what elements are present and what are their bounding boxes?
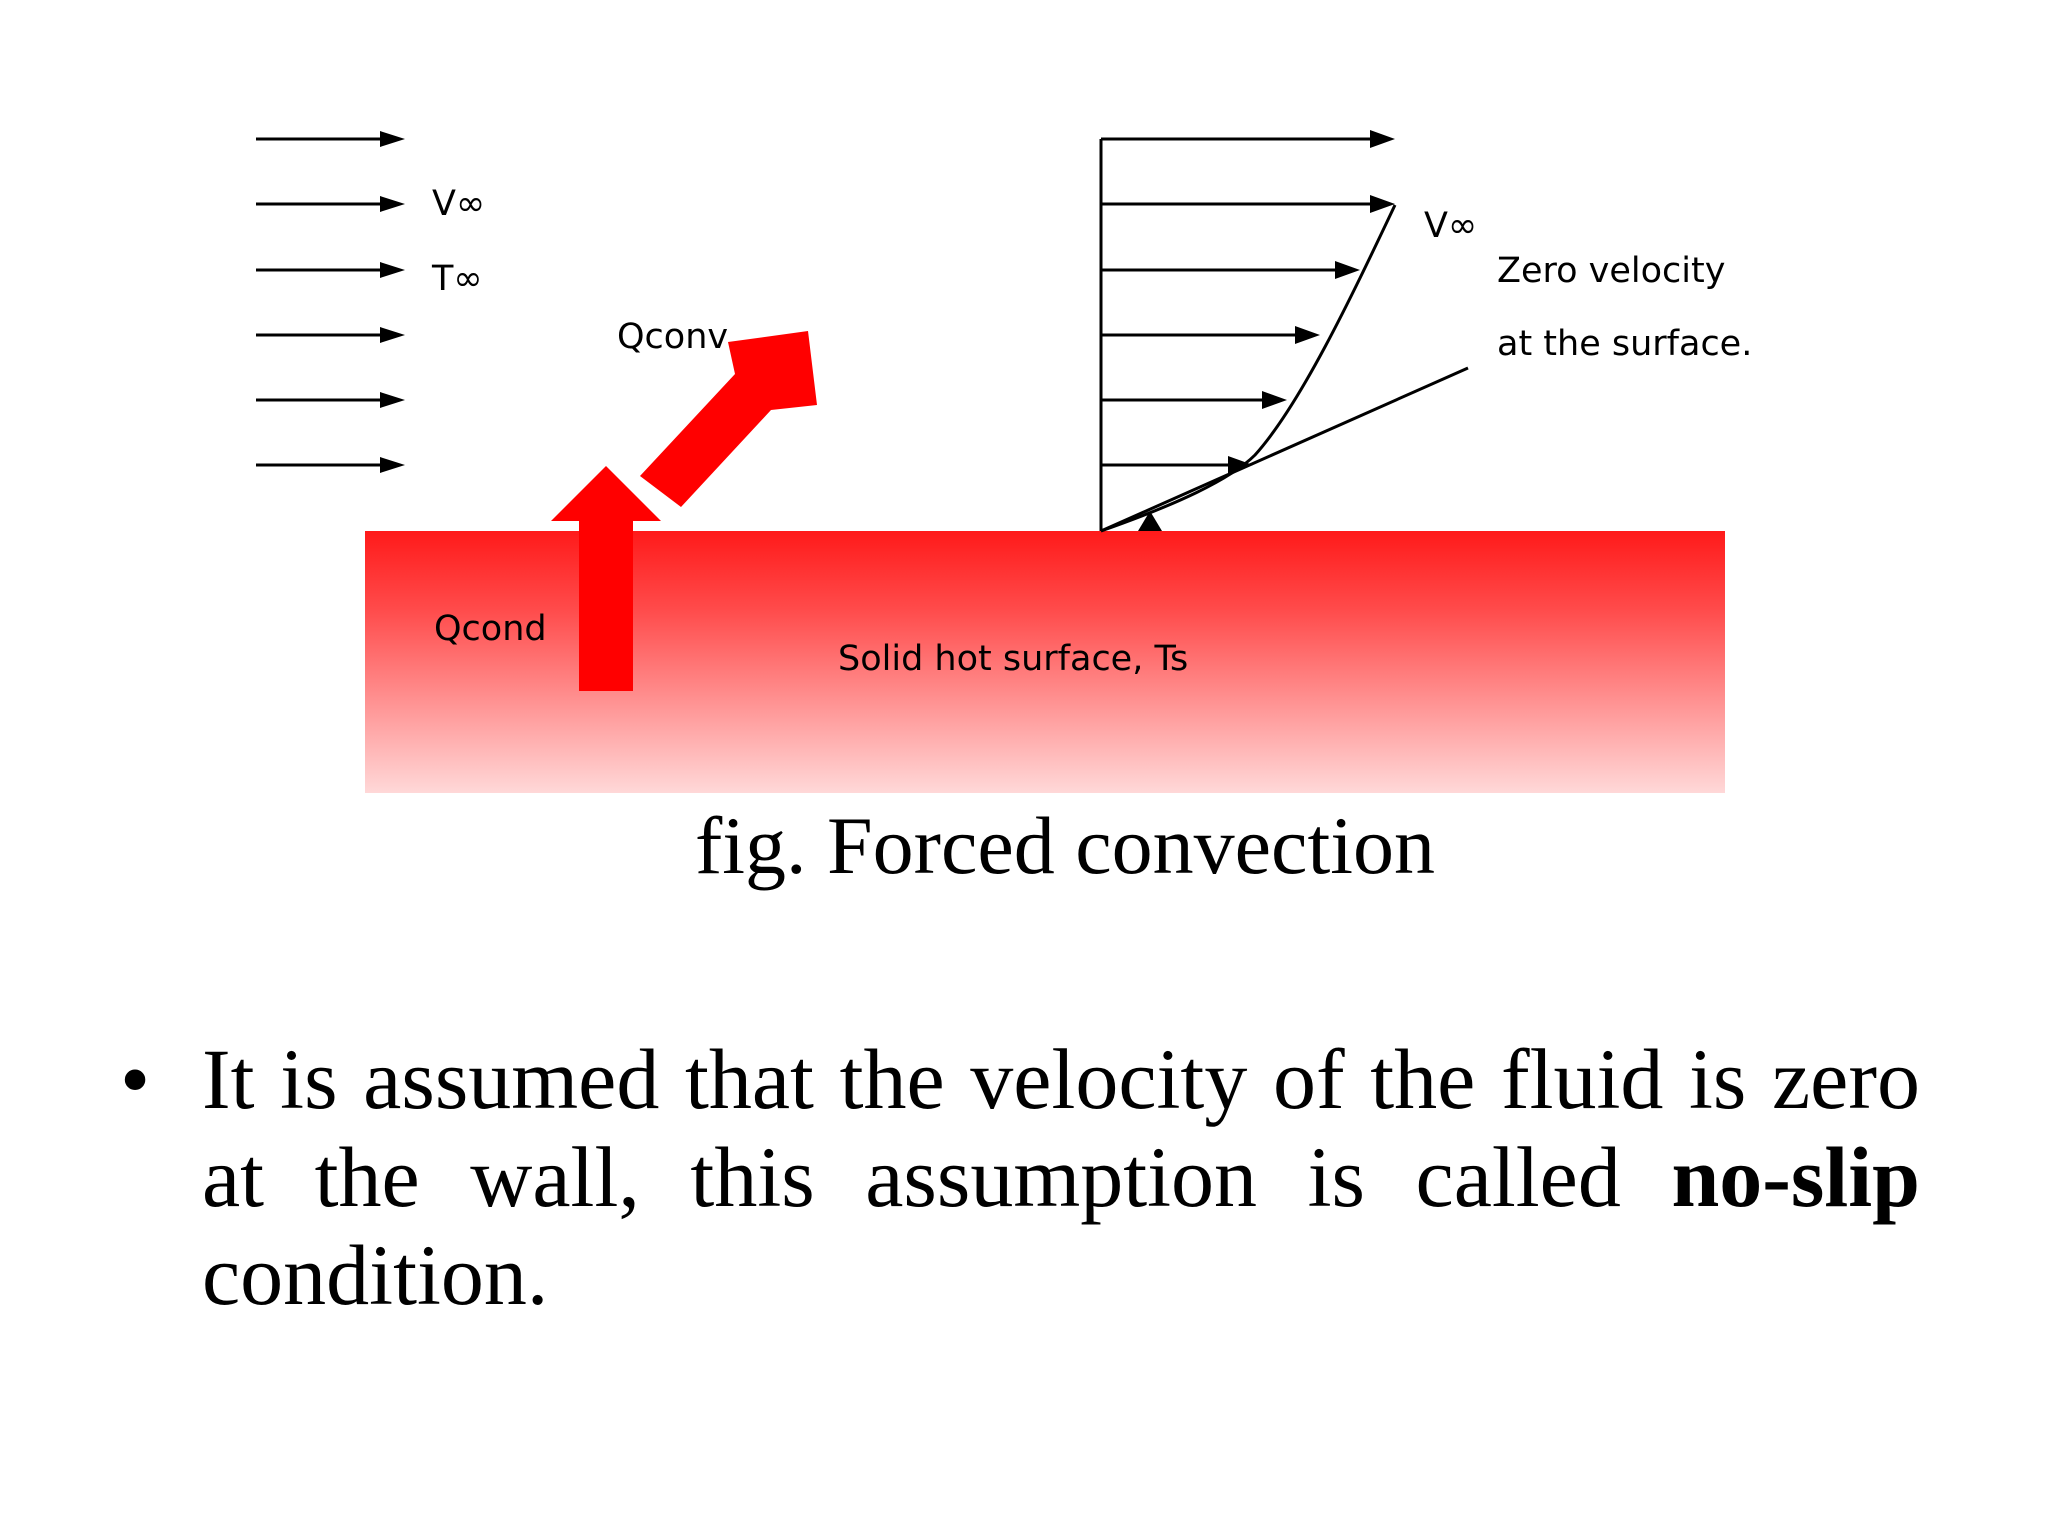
bullet-text-part1: It is assumed that the velocity of the f… — [202, 1031, 1920, 1225]
bullet-point: • It is assumed that the velocity of the… — [120, 1030, 1920, 1324]
label-q-conv: Qconv — [617, 317, 728, 357]
bullet-dot: • — [120, 1031, 151, 1127]
conduction-arrow — [551, 466, 661, 691]
bullet-text-part2: condition. — [202, 1227, 549, 1323]
label-v-inf-right: V∞ — [1424, 206, 1477, 246]
convection-arrow — [640, 331, 817, 507]
bullet-bold-term: no-slip — [1671, 1129, 1920, 1225]
bullet-text: It is assumed that the velocity of the f… — [202, 1030, 1920, 1324]
velocity-profile-arrowheads — [1138, 130, 1395, 531]
label-surface: Solid hot surface, Ts — [838, 639, 1188, 679]
figure-caption: fig. Forced convection — [694, 800, 1436, 891]
label-v-inf-left: V∞ — [432, 184, 485, 224]
free-stream-arrows — [256, 131, 405, 473]
velocity-profile — [1099, 137, 1469, 533]
label-q-cond: Qcond — [434, 609, 547, 649]
label-zero-velocity-line2: at the surface. — [1497, 324, 1752, 364]
label-zero-velocity-line1: Zero velocity — [1497, 251, 1725, 291]
label-t-inf: T∞ — [431, 259, 483, 299]
